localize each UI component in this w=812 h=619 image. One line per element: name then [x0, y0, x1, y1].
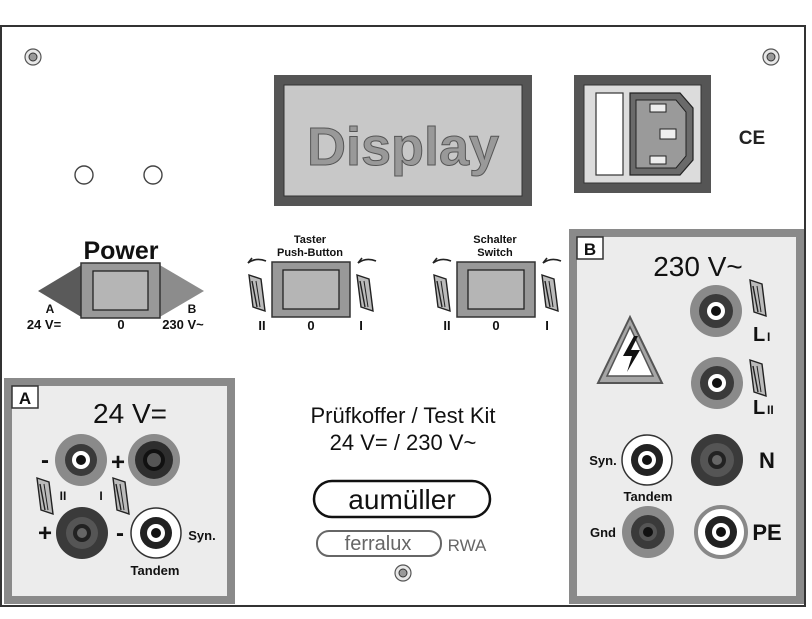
iec-pin-icon [649, 155, 667, 165]
socket-minus-top[interactable] [55, 434, 107, 486]
n-label: N [759, 448, 775, 473]
schalter-title-en: Switch [477, 247, 513, 259]
pos-i-label: I [99, 489, 102, 503]
l1-label: L [753, 324, 765, 346]
l1-sub: I [767, 330, 770, 344]
power-center-value: 0 [117, 317, 124, 332]
plus-bottom-label: + [38, 520, 52, 547]
arrow-right-icon [158, 264, 204, 318]
power-right-value: 230 V~ [162, 317, 204, 332]
pe-label: PE [752, 520, 781, 545]
svg-text:A: A [19, 389, 31, 408]
display-label: Display [307, 117, 499, 177]
panel-a-syn-label: Syn. [188, 528, 215, 543]
socket-pe[interactable] [694, 505, 748, 559]
plus-top-label: + [111, 449, 125, 476]
screw-icon [24, 48, 42, 66]
arrow-left-icon [38, 264, 83, 318]
screw-icon [762, 48, 780, 66]
brand-logo-ferralux [316, 530, 442, 557]
minus-top-label: - [41, 447, 49, 474]
socket-plus-top[interactable] [128, 434, 180, 486]
power-letter-a: A [46, 302, 55, 316]
panel-b-badge [576, 236, 604, 260]
l2-sub: II [767, 403, 774, 417]
brand-logo-aumuller [312, 479, 492, 519]
iec-pin-icon [649, 103, 667, 113]
panel-b-voltage: 230 V~ [653, 251, 743, 282]
gnd-label: Gnd [590, 525, 616, 540]
schalter-title-de: Schalter [473, 234, 517, 246]
schalter-pos-right: I [545, 318, 549, 333]
power-letter-b: B [188, 302, 197, 316]
schalter-pos-center: 0 [492, 318, 499, 333]
taster-title-en: Push-Button [277, 247, 343, 259]
led-hole-right [143, 165, 163, 185]
l2-label: L [753, 397, 765, 419]
rwa-label: RWA [448, 536, 487, 555]
panel-a-voltage: 24 V= [93, 398, 167, 429]
socket-l2[interactable] [691, 357, 743, 409]
socket-gnd[interactable] [622, 506, 674, 558]
kit-voltages: 24 V= / 230 V~ [330, 430, 477, 455]
panel-b-tandem-label: Tandem [624, 489, 673, 504]
iec-pin-icon [659, 128, 677, 140]
pos-ii-label: II [60, 489, 67, 503]
power-left-value: 24 V= [27, 317, 62, 332]
socket-syn-tandem-a[interactable] [130, 507, 182, 559]
socket-plus-bottom[interactable] [56, 507, 108, 559]
schalter-pos-left: II [443, 318, 450, 333]
power-title: Power [83, 237, 158, 265]
fuse-drawer[interactable] [595, 92, 624, 176]
led-hole-left [74, 165, 94, 185]
kit-title: Prüfkoffer / Test Kit [310, 403, 495, 428]
panel-b-syn-label: Syn. [589, 453, 616, 468]
taster-pos-left: II [258, 318, 265, 333]
panel-a-badge [11, 385, 39, 409]
socket-n[interactable] [691, 434, 743, 486]
minus-bottom-label: - [116, 520, 124, 547]
svg-text:ferralux: ferralux [345, 533, 412, 555]
display-screen [283, 84, 523, 197]
ce-mark: CE [739, 128, 765, 149]
panel-a-tandem-label: Tandem [131, 563, 180, 578]
taster-pos-right: I [359, 318, 363, 333]
taster-pos-center: 0 [307, 318, 314, 333]
screw-icon [394, 564, 412, 582]
svg-text:aumüller: aumüller [348, 484, 455, 515]
socket-l1[interactable] [690, 285, 742, 337]
taster-title-de: Taster [294, 234, 327, 246]
svg-text:B: B [584, 240, 596, 259]
socket-syn-tandem-b[interactable] [621, 434, 673, 486]
